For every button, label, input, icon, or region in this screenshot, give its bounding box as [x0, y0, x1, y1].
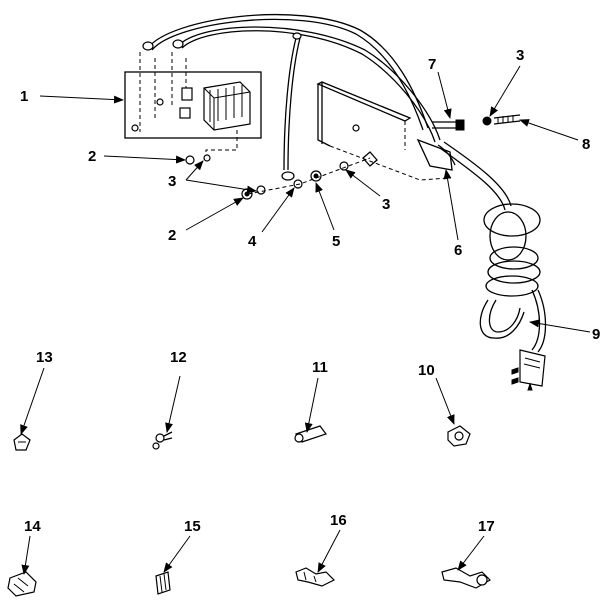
callout-8: 8 [582, 136, 590, 153]
power-cord-wires [142, 13, 441, 181]
callout-16: 16 [330, 512, 347, 529]
callout-2a: 2 [88, 148, 96, 165]
part-13-clip [13, 433, 31, 451]
part-10-clip [447, 425, 471, 447]
terminal-block-assembly [124, 52, 262, 158]
leader-lines [20, 65, 591, 575]
callout-4: 4 [248, 233, 257, 250]
callout-2b: 2 [168, 227, 176, 244]
part-16-terminal [295, 567, 336, 587]
callout-14: 14 [24, 518, 41, 535]
part-15-connector [155, 571, 171, 595]
callout-11: 11 [312, 359, 328, 376]
screw-7 [432, 119, 465, 131]
part-11-sleeve [294, 425, 327, 443]
callout-13: 13 [36, 349, 53, 366]
callout-1: 1 [20, 88, 28, 105]
callout-7: 7 [428, 56, 436, 73]
part-14-terminal [7, 571, 37, 597]
callout-9: 9 [592, 326, 600, 343]
callout-10: 10 [418, 362, 435, 379]
callout-labels: 1 2 2 3 3 3 4 5 6 7 8 9 10 11 12 13 14 1… [20, 47, 600, 535]
callout-12: 12 [170, 349, 187, 366]
callout-17: 17 [478, 518, 495, 535]
part-17-ring-terminal [441, 567, 491, 589]
callout-6: 6 [454, 242, 462, 259]
screw-8 [482, 114, 521, 126]
callout-5: 5 [332, 233, 340, 250]
cord-bracket [316, 81, 456, 181]
callout-15: 15 [184, 518, 201, 535]
part-12-connector [152, 431, 173, 450]
power-cord-coil [439, 141, 547, 391]
callout-3a: 3 [168, 173, 176, 190]
callout-3c: 3 [516, 47, 524, 64]
callout-3b: 3 [382, 196, 390, 213]
